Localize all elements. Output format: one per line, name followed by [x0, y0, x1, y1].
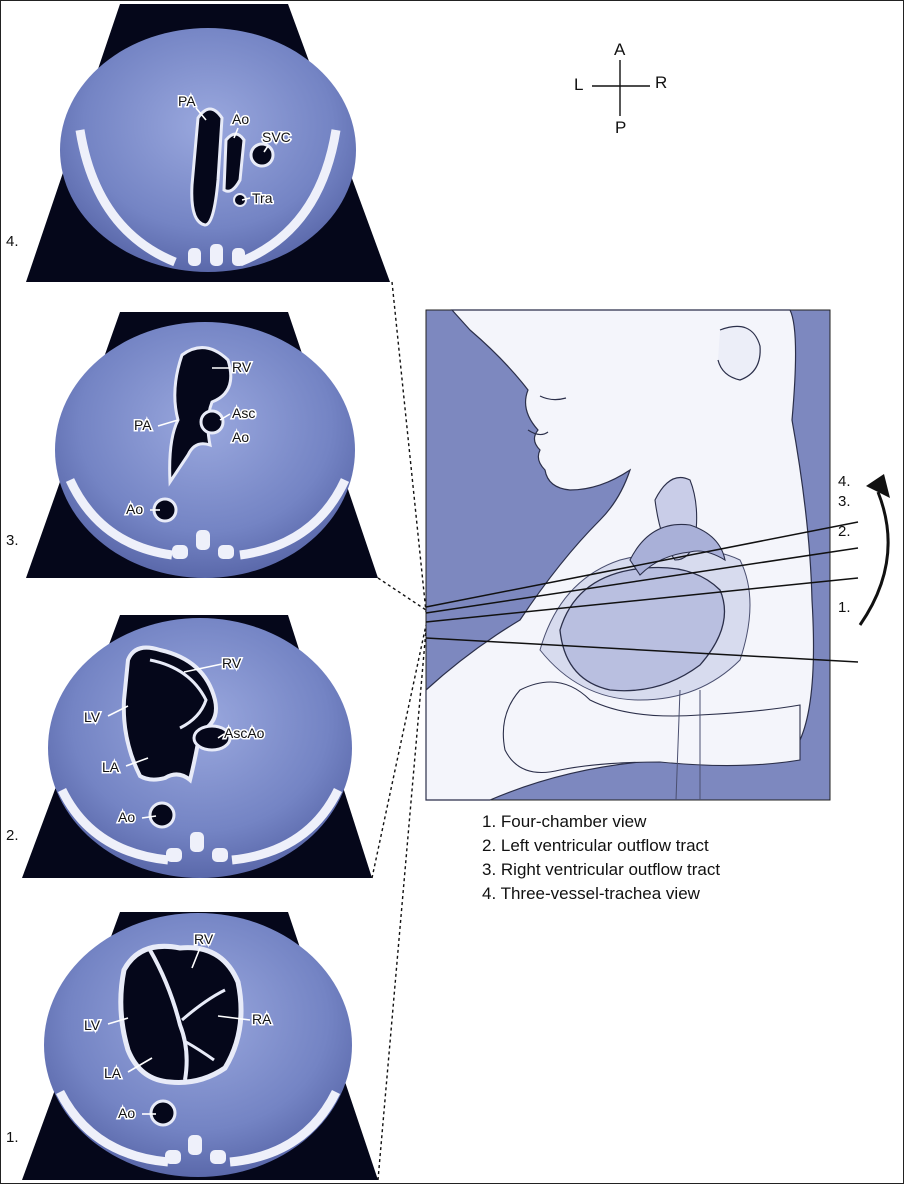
panel-number-3: 3. [6, 532, 19, 549]
compass-left-label: L [574, 75, 584, 94]
panel-4-label: SVC [262, 129, 291, 145]
panel-2-label: LV [84, 709, 101, 725]
label-leader-line [183, 663, 223, 673]
panel-1-label: RV [194, 931, 214, 947]
label-leader-line [195, 107, 207, 121]
panel-2-label: RV [222, 655, 242, 671]
legend-item-4: 4. Three-vessel-trachea view [482, 884, 700, 903]
panel-3-label: Ao [232, 429, 249, 445]
panel-1-label: LA [104, 1065, 122, 1081]
panel-number-1: 1. [6, 1129, 19, 1146]
panel-number-4: 4. [6, 233, 19, 250]
panel-3-label: Ao [126, 501, 143, 517]
label-leader-line [241, 197, 251, 201]
panel-4-label: PA [178, 93, 196, 109]
panel-1-label: LV [84, 1017, 101, 1033]
orientation-compass [592, 60, 650, 116]
panel-1-four-chamber [22, 912, 378, 1180]
panel-2-label: AscAo [224, 725, 265, 741]
view-legend: 1. Four-chamber view 2. Left ventricular… [482, 810, 720, 906]
panel-4-label: Tra [252, 190, 273, 206]
label-leader-line [107, 1017, 129, 1025]
legend-item-3: 3. Right ventricular outflow tract [482, 860, 721, 879]
panel-1-label: RA [252, 1011, 272, 1027]
compass-anterior-label: A [614, 40, 626, 59]
compass-posterior-label: P [615, 118, 627, 137]
label-leader-line [217, 733, 225, 739]
legend-item-1: 1. Four-chamber view [482, 812, 647, 831]
label-leader-line [141, 815, 157, 819]
panel-2-lvot [22, 615, 372, 878]
plane-number-2: 2. [838, 523, 851, 540]
legend-item-2: 2. Left ventricular outflow tract [482, 836, 709, 855]
label-leader-line [263, 145, 269, 153]
label-leader-line [191, 947, 201, 969]
progression-arrow [858, 474, 890, 626]
compass-right-label: R [655, 73, 668, 92]
label-leader-line [219, 413, 231, 421]
panel-2-label: Ao [118, 809, 135, 825]
panel-3-label: Asc [232, 405, 255, 421]
panel-4-label: Ao [232, 111, 249, 127]
scan-plane-lines [425, 521, 859, 663]
label-leader-line [125, 757, 149, 767]
label-leader-line [233, 127, 239, 139]
connector-lines [371, 281, 427, 1181]
plane-number-4: 4. [838, 473, 851, 490]
panel-3-label: PA [134, 417, 152, 433]
panel-1-label: Ao [118, 1105, 135, 1121]
panel-2-label: LA [102, 759, 120, 775]
label-leader-line [217, 1015, 251, 1021]
panel-4-three-vessel-trachea [26, 4, 390, 282]
panel-3-label: RV [232, 359, 252, 375]
panel-3-rvot [26, 312, 378, 578]
label-leader-line [107, 705, 129, 717]
fetal-illustration [425, 309, 831, 801]
panel-number-2: 2. [6, 827, 19, 844]
plane-number-3: 3. [838, 493, 851, 510]
label-leader-line [157, 419, 179, 427]
label-leader-line [127, 1057, 153, 1073]
plane-number-1: 1. [838, 599, 851, 616]
